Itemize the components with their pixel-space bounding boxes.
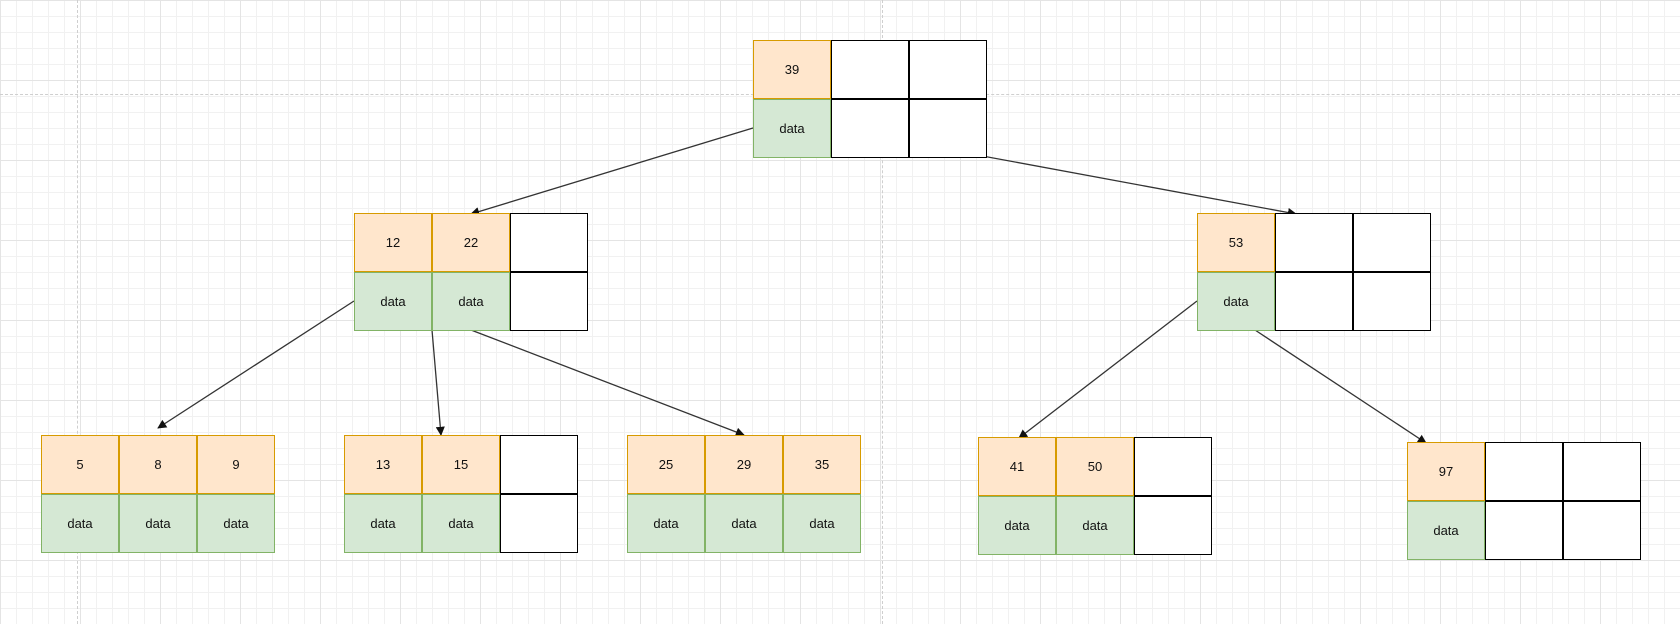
node-data: data [41,494,119,553]
node-leaf-4[interactable]: 41 50 data data [978,437,1212,555]
node-data-empty [1134,496,1212,555]
node-data-empty [1563,501,1641,560]
node-key: 22 [432,213,510,272]
node-left-mid[interactable]: 12 22 data data [354,213,588,331]
node-data: data [978,496,1056,555]
node-key-empty [500,435,578,494]
node-data: data [705,494,783,553]
node-data: data [344,494,422,553]
edge-left-mid-to-leaf-1 [157,300,355,429]
node-key-empty [1353,213,1431,272]
node-key: 5 [41,435,119,494]
node-data: data [1197,272,1275,331]
guide-line-vertical-left [77,0,78,624]
guide-line-vertical-center [882,0,883,624]
node-data-empty [500,494,578,553]
node-data: data [753,99,831,158]
edge-left-mid-to-leaf-2 [431,329,445,436]
node-data: data [1407,501,1485,560]
node-key-empty [831,40,909,99]
node-data: data [432,272,510,331]
node-key: 50 [1056,437,1134,496]
node-leaf-5[interactable]: 97 data [1407,442,1641,560]
node-data-empty [1275,272,1353,331]
node-data-empty [831,99,909,158]
node-key: 97 [1407,442,1485,501]
node-data: data [119,494,197,553]
node-right-mid[interactable]: 53 data [1197,213,1431,331]
node-key-empty [1134,437,1212,496]
node-key-empty [1563,442,1641,501]
edge-right-mid-to-leaf-5 [1254,329,1427,444]
node-leaf-2[interactable]: 13 15 data data [344,435,578,553]
node-leaf-3[interactable]: 25 29 35 data data data [627,435,861,553]
node-data-empty [909,99,987,158]
node-data: data [783,494,861,553]
node-key: 35 [783,435,861,494]
node-data-empty [1485,501,1563,560]
node-key: 13 [344,435,422,494]
node-data: data [1056,496,1134,555]
node-data-empty [1353,272,1431,331]
node-key: 39 [753,40,831,99]
node-leaf-1[interactable]: 5 8 9 data data data [41,435,275,553]
edge-left-mid-to-leaf-3 [470,329,745,437]
edge-right-mid-to-leaf-4 [1018,300,1198,439]
node-key-empty [909,40,987,99]
node-key: 29 [705,435,783,494]
edge-root-to-left-mid [470,127,754,216]
node-key: 15 [422,435,500,494]
node-key-empty [1485,442,1563,501]
node-data: data [627,494,705,553]
node-data: data [354,272,432,331]
node-root[interactable]: 39 data [753,40,987,158]
node-key: 9 [197,435,275,494]
node-key: 41 [978,437,1056,496]
node-key-empty [510,213,588,272]
node-key: 12 [354,213,432,272]
node-key: 8 [119,435,197,494]
node-data: data [197,494,275,553]
node-key: 53 [1197,213,1275,272]
node-key-empty [1275,213,1353,272]
node-data-empty [510,272,588,331]
node-key: 25 [627,435,705,494]
node-data: data [422,494,500,553]
